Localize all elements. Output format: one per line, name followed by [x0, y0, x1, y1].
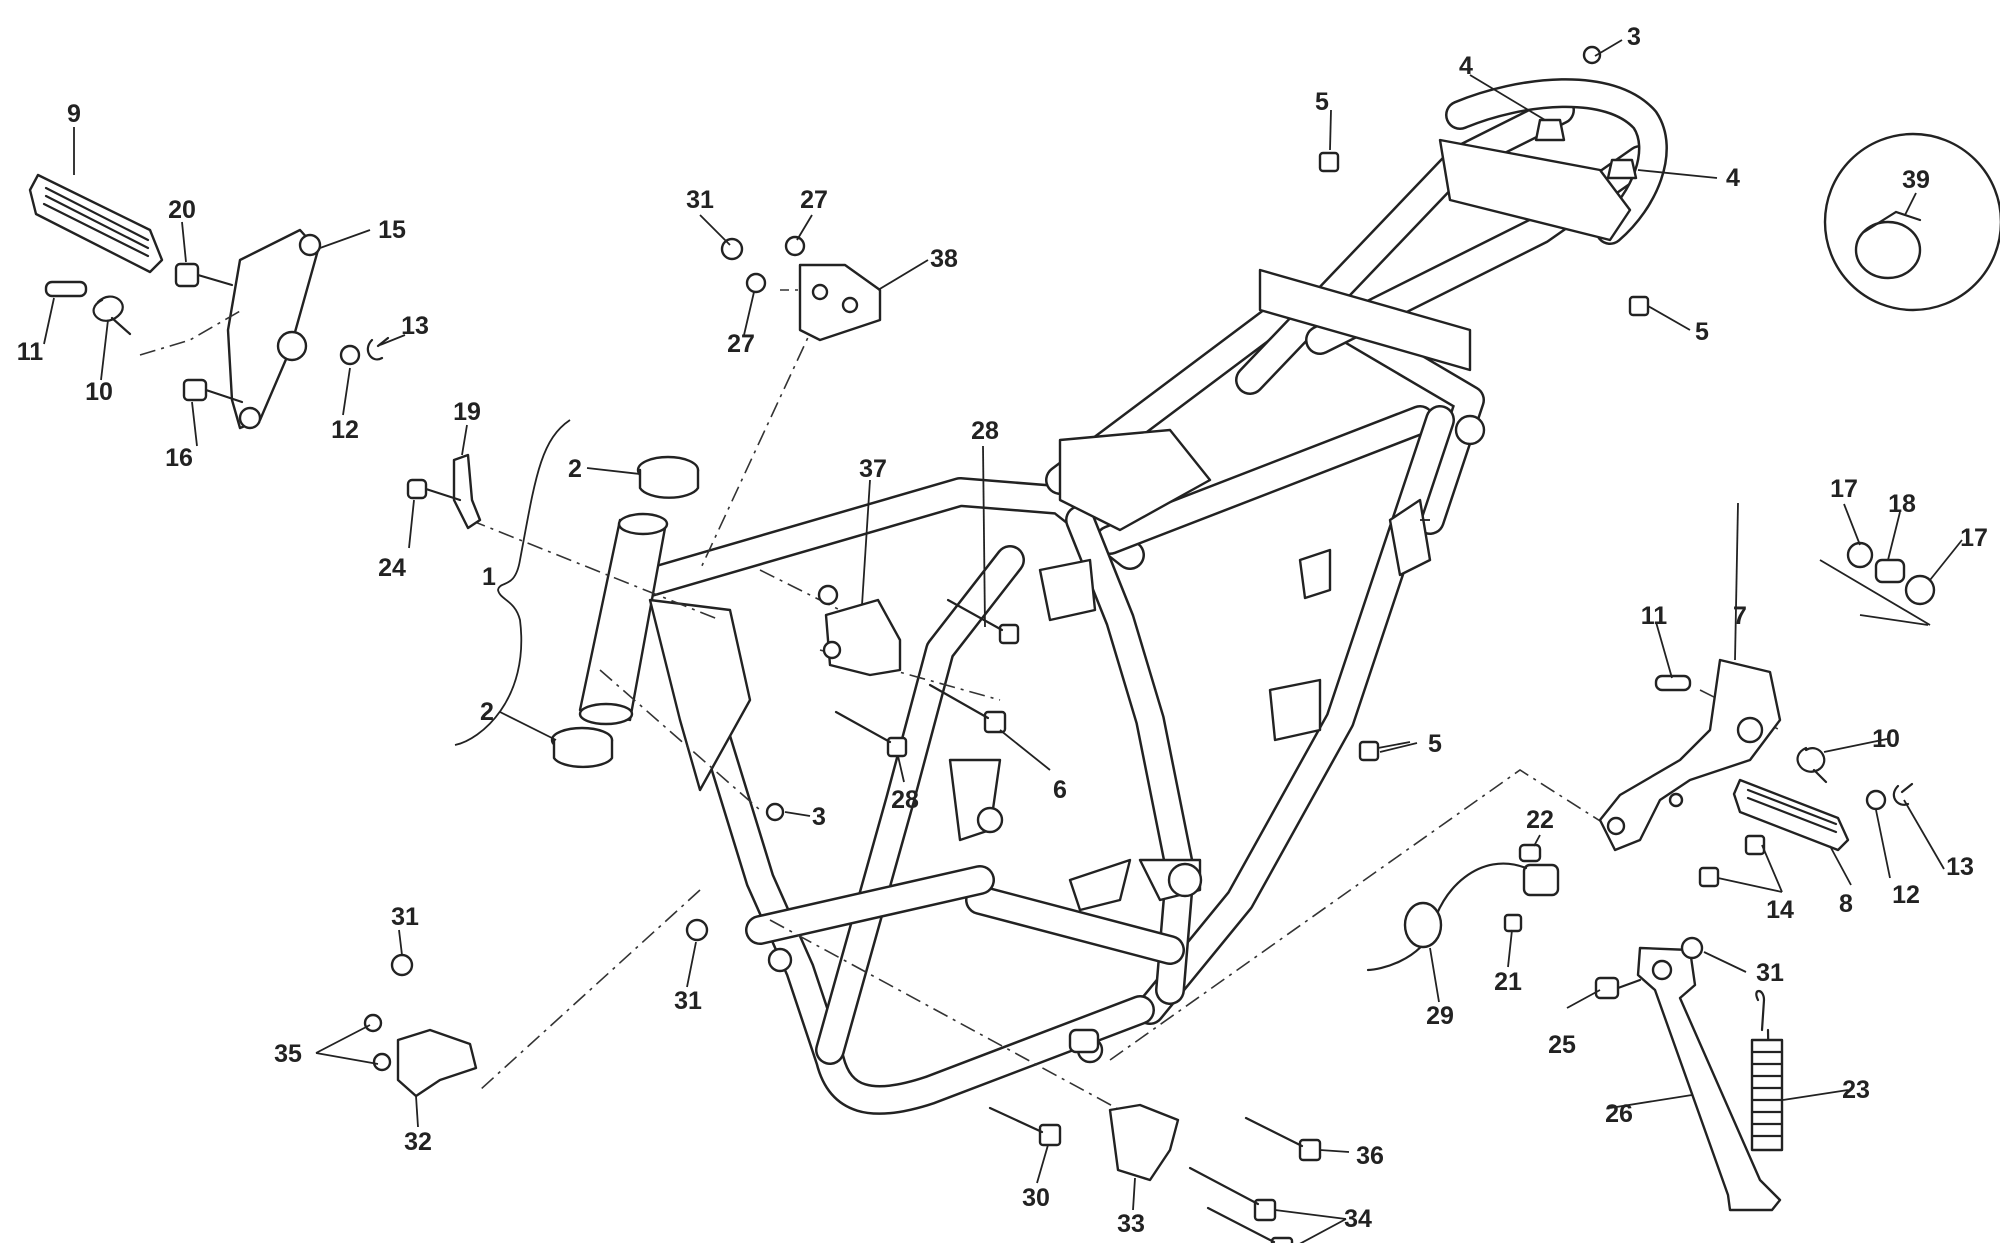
callout-31-top: 31 — [686, 186, 714, 214]
engine-mount-brackets — [720, 235, 1020, 758]
callout-12-right: 12 — [1892, 881, 1920, 909]
callout-20: 20 — [168, 196, 196, 224]
bracket-33 — [1108, 1103, 1180, 1182]
callout-6: 6 — [1053, 776, 1067, 804]
callout-17-right: 17 — [1960, 524, 1988, 552]
callout-10-right: 10 — [1872, 725, 1900, 753]
callout-2-bottom: 2 — [480, 698, 494, 726]
callout-labels: 9 20 15 13 11 10 12 16 19 2 24 1 2 3 31 … — [17, 23, 1988, 1238]
callout-3-left: 3 — [812, 803, 826, 831]
footrest-bracket-left — [226, 228, 320, 430]
clamp-detail-circle — [1823, 132, 2000, 312]
steering-bearings — [406, 419, 785, 822]
main-frame — [578, 78, 1668, 1115]
callout-4-right: 4 — [1726, 164, 1740, 192]
callout-28-top: 28 — [971, 417, 999, 445]
callout-17-left: 17 — [1830, 475, 1858, 503]
callout-30: 30 — [1022, 1184, 1050, 1212]
callout-8: 8 — [1839, 890, 1853, 918]
side-stand — [1636, 946, 1782, 1212]
footrest-bracket-right — [1598, 658, 1782, 852]
callout-11-right: 11 — [1641, 602, 1668, 630]
bracket-32 — [396, 1028, 478, 1098]
callout-5-right: 5 — [1695, 318, 1709, 346]
callout-18: 18 — [1888, 490, 1916, 518]
callout-28-bottom: 28 — [891, 786, 919, 814]
callout-15: 15 — [378, 216, 406, 244]
callout-31-right: 31 — [1756, 959, 1784, 987]
callout-38: 38 — [930, 245, 958, 273]
rear-fasteners — [1318, 45, 1650, 762]
callout-12-left: 12 — [331, 416, 359, 444]
callout-22: 22 — [1526, 806, 1554, 834]
footpeg-left — [28, 173, 164, 274]
callout-3-top: 3 — [1627, 23, 1641, 51]
callout-19: 19 — [453, 398, 481, 426]
callout-32: 32 — [404, 1128, 432, 1156]
callout-27-bottom: 27 — [727, 330, 755, 358]
callout-26: 26 — [1605, 1100, 1633, 1128]
callout-37: 37 — [859, 455, 887, 483]
lower-left-brackets — [363, 918, 1322, 1243]
right-footrest-group — [1598, 541, 1936, 888]
callout-10-left: 10 — [85, 378, 113, 406]
side-stand-group — [1366, 843, 1784, 1212]
callout-31-left: 31 — [391, 903, 419, 931]
callout-34: 34 — [1344, 1205, 1372, 1233]
callout-11-left: 11 — [17, 338, 44, 366]
left-footrest-group — [28, 173, 390, 430]
callout-27-top: 27 — [800, 186, 828, 214]
leader-lines — [43, 39, 1963, 1243]
callout-13-right: 13 — [1946, 853, 1974, 881]
callout-24: 24 — [378, 554, 406, 582]
callout-4-top: 4 — [1459, 52, 1473, 80]
callout-13-left: 13 — [401, 312, 429, 340]
bracket-38 — [798, 263, 882, 342]
callout-5-mid: 5 — [1428, 730, 1442, 758]
bracket-37 — [824, 598, 902, 677]
callout-16: 16 — [165, 444, 193, 472]
callout-5-top: 5 — [1315, 88, 1329, 116]
clamp-detail — [1823, 132, 2000, 312]
callout-33: 33 — [1117, 1210, 1145, 1238]
callout-35: 35 — [274, 1040, 302, 1068]
callout-39: 39 — [1902, 166, 1930, 194]
callout-29: 29 — [1426, 1002, 1454, 1030]
callout-23: 23 — [1842, 1076, 1870, 1104]
callout-25: 25 — [1548, 1031, 1576, 1059]
callout-14: 14 — [1766, 896, 1794, 924]
callout-31-mid: 31 — [674, 987, 702, 1015]
callout-1: 1 — [482, 563, 496, 591]
callout-2-top: 2 — [568, 455, 582, 483]
callout-21: 21 — [1494, 968, 1522, 996]
callout-36: 36 — [1356, 1142, 1384, 1170]
callout-7: 7 — [1733, 602, 1747, 630]
callout-9: 9 — [67, 100, 81, 128]
